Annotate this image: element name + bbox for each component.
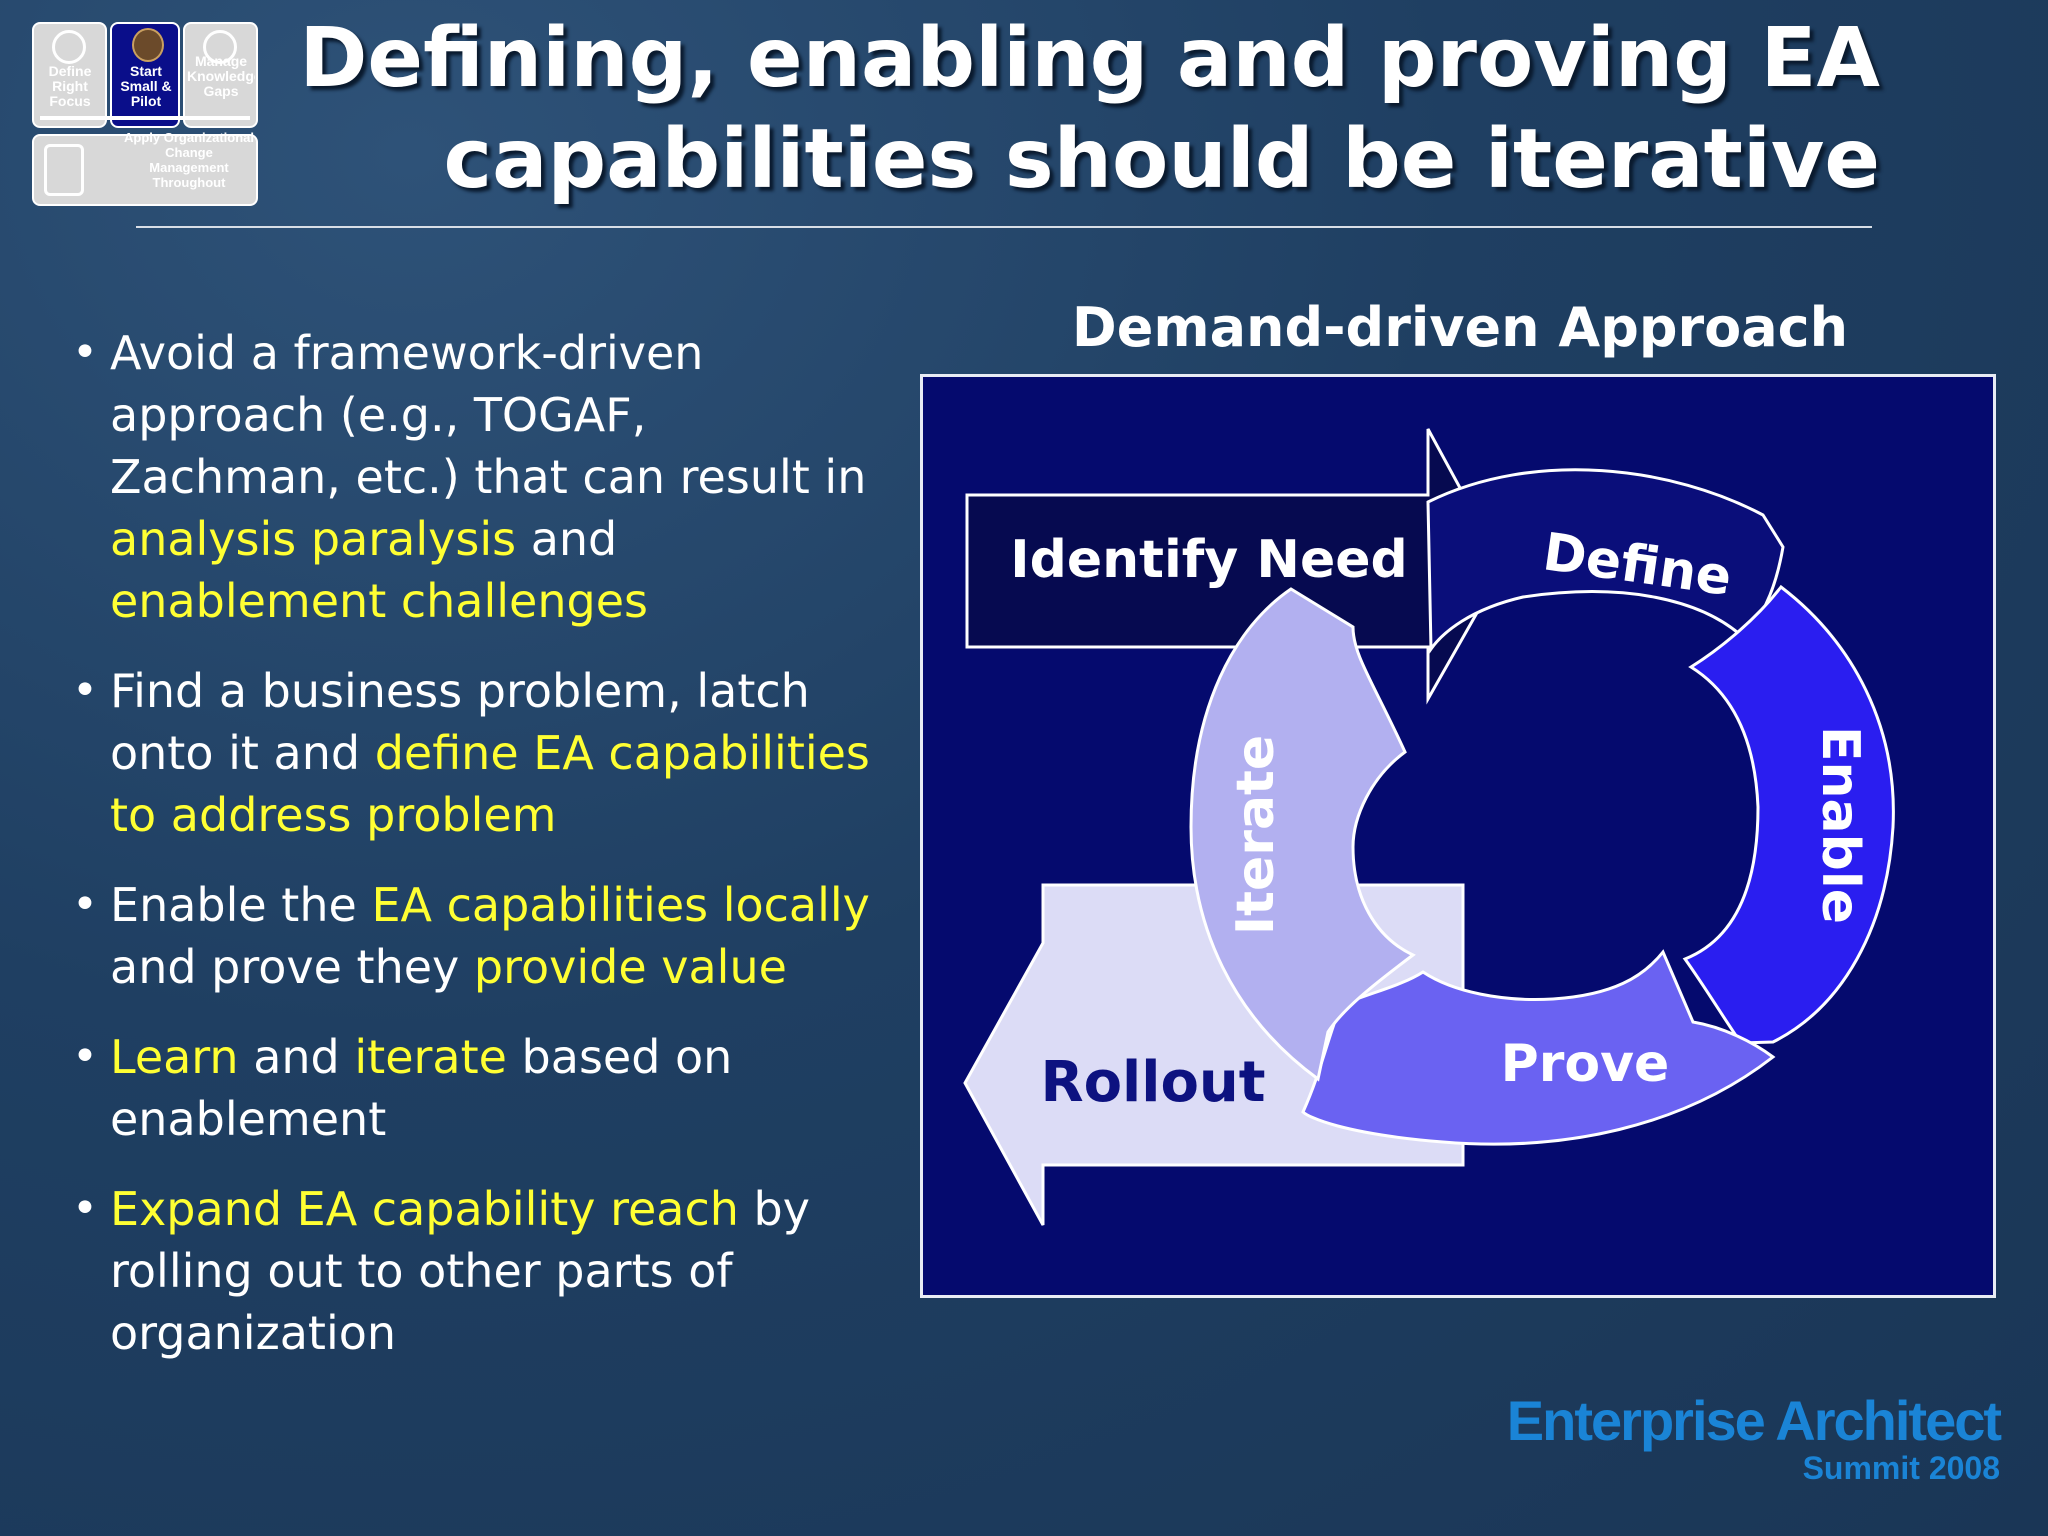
bullet-dot-icon: • [72,879,98,930]
nav-start-label: Start Small & Pilot [120,63,172,109]
event-logo: Enterprise Architect Summit 2008 [1506,1388,2002,1498]
cycle-diagram: Identify Need Define Enable Prove Iterat… [920,374,1996,1298]
nav-circle-icon-2 [203,30,237,64]
nav-circle-icon [52,30,86,64]
nav-org-change: Apply Organizational Change Management T… [32,130,258,206]
bullet-text: Expand EA capability reach by rolling ou… [110,1182,810,1360]
page-title: Defining, enabling and proving EA capabi… [260,8,1880,210]
bullet-text: Enable the EA capabilities locally and p… [110,878,870,994]
title-line-1: Defining, enabling and proving EA [299,11,1880,106]
bullet-item: •Enable the EA capabilities locally and … [72,874,872,998]
nav-define-right-focus: Define Right Focus [32,22,107,128]
identify-need-label: Identify Need [1010,530,1407,590]
portrait-icon [132,28,164,62]
nav-doc-icon [44,144,84,196]
rollout-label: Rollout [1040,1050,1265,1115]
bullet-dot-icon: • [72,1031,98,1082]
enable-arrow [1682,584,1895,1045]
iterate-arrow [1189,587,1416,1082]
bullet-item: •Find a business problem, latch onto it … [72,660,872,846]
nav-arrow [40,116,250,120]
bullet-text: Learn and iterate based on enablement [110,1030,733,1146]
nav-org-change-label: Apply Organizational Change Management T… [124,130,254,190]
logo-line-1: Enterprise Architect [1506,1389,2002,1452]
bullet-dot-icon: • [72,1183,98,1234]
bullet-dot-icon: • [72,665,98,716]
iterate-label: Iterate [1226,735,1286,935]
identify-need-arrow [965,428,1505,705]
bullet-item: •Avoid a framework-driven approach (e.g.… [72,322,872,632]
bullet-item: •Learn and iterate based on enablement [72,1026,872,1150]
diagram-heading: Demand-driven Approach [1071,296,1849,359]
title-divider [136,226,1872,228]
prove-label: Prove [1501,1034,1670,1094]
bullet-text: Find a business problem, latch onto it a… [110,664,870,842]
bullet-list: •Avoid a framework-driven approach (e.g.… [72,322,872,1392]
nav-manage-knowledge: Manage Knowledge Gaps [183,22,258,128]
enable-label: Enable [1810,726,1870,924]
nav-define-label: Define Right Focus [48,64,92,109]
nav-start-small-pilot: Start Small & Pilot [110,22,180,128]
nav-manage-label: Manage Knowledge Gaps [187,54,255,99]
bullet-text: Avoid a framework-driven approach (e.g.,… [110,326,867,628]
logo-line-2: Summit 2008 [1802,1450,2000,1486]
bullet-dot-icon: • [72,327,98,378]
cycle-diagram-svg: Identify Need Define Enable Prove Iterat… [963,428,1895,1226]
bullet-item: •Expand EA capability reach by rolling o… [72,1178,872,1364]
title-line-2: capabilities should be iterative [443,112,1880,207]
